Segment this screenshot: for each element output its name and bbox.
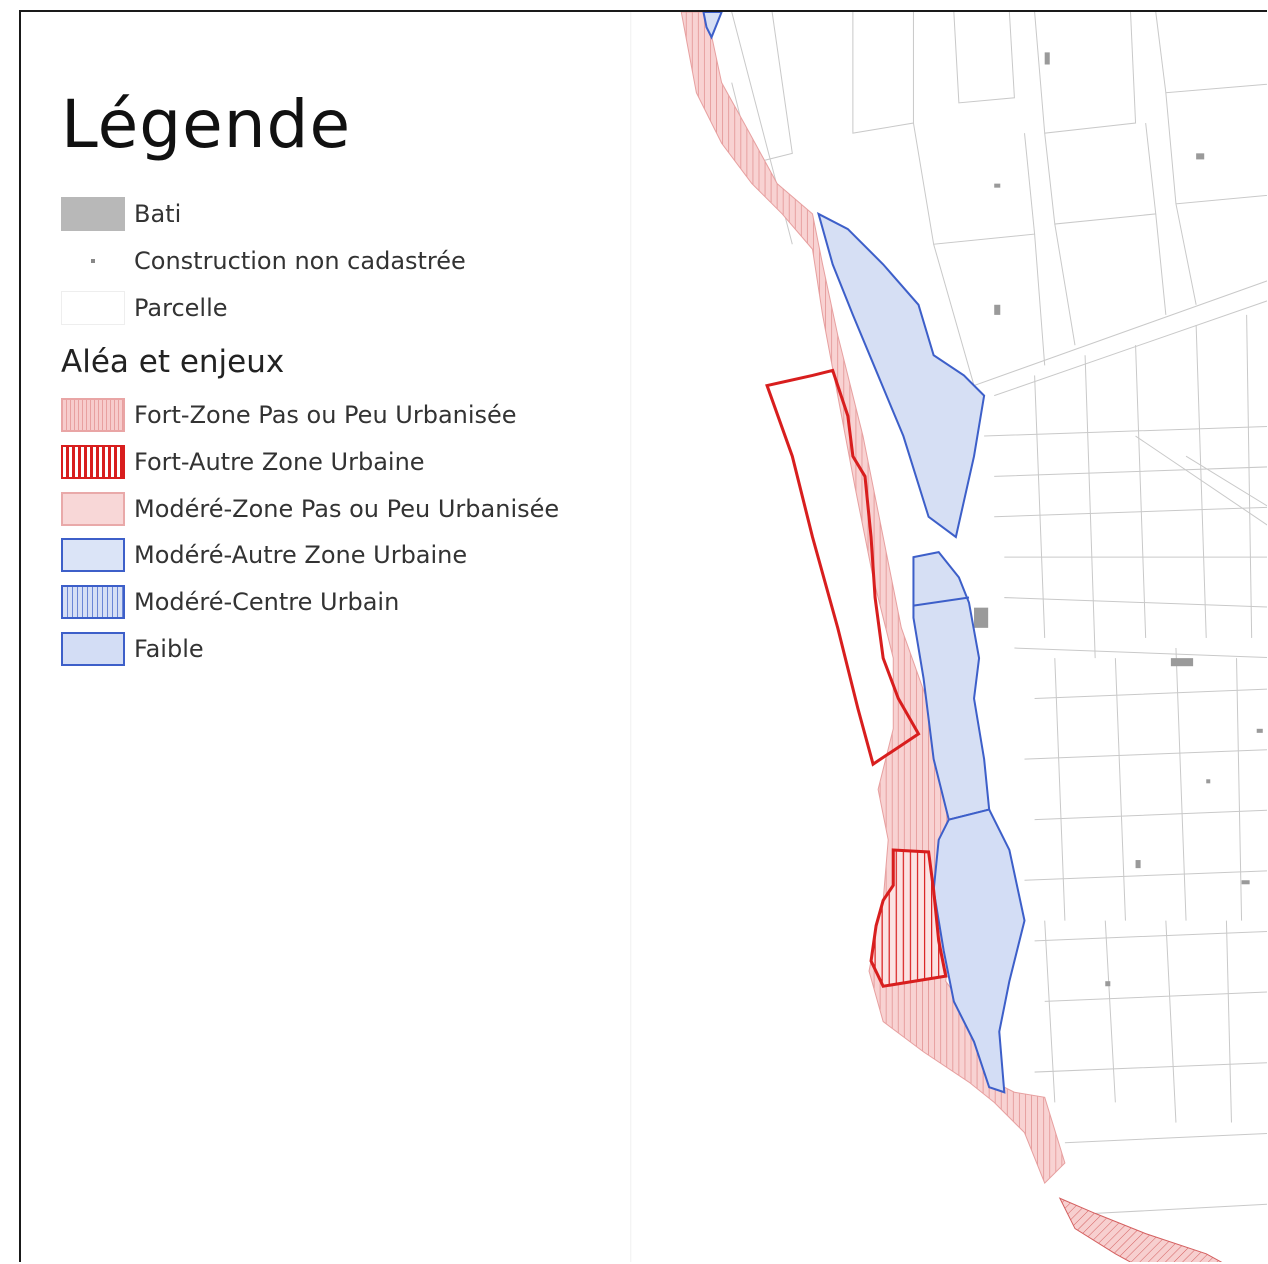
hatch-red-swatch-icon (61, 445, 125, 479)
bati-features (974, 52, 1263, 987)
zone-fort-autre-zone-urbaine-south[interactable] (869, 848, 948, 988)
map-canvas[interactable] (21, 12, 1267, 1262)
zone-fort-autre-zone-urbaine-north[interactable] (765, 368, 921, 767)
parcelle-swatch-icon (61, 291, 125, 325)
legend-item-label: Bati (134, 200, 182, 228)
bati-swatch-icon (61, 197, 125, 231)
hatch-blue-swatch-icon (61, 585, 125, 619)
zone-modere-autre-zone-urbaine-middle[interactable] (912, 551, 991, 821)
legend-item-label: Fort-Zone Pas ou Peu Urbanisée (134, 401, 517, 429)
blue-swatch-icon (61, 538, 125, 572)
legend-item-fort-autre: Fort-Autre Zone Urbaine (61, 445, 661, 481)
legend-item-label: Fort-Autre Zone Urbaine (134, 448, 425, 476)
legend-item-construction: Construction non cadastrée (61, 244, 661, 280)
legend-item-label: Construction non cadastrée (134, 247, 466, 275)
legend-item-fort-peu: Fort-Zone Pas ou Peu Urbanisée (61, 398, 661, 434)
pink-swatch-icon (61, 492, 125, 526)
legend-item-label: Modéré-Autre Zone Urbaine (134, 541, 468, 569)
legend-section-title: Aléa et enjeux (61, 344, 285, 380)
legend-title: Légende (61, 86, 352, 163)
zone-fort-peu-urbanisee-south[interactable] (1058, 1197, 1247, 1262)
legend-item-label: Parcelle (134, 294, 228, 322)
legend-item-faible: Faible (61, 632, 661, 668)
hatch-light-swatch-icon (61, 398, 125, 432)
legend-item-modere-centre: Modéré-Centre Urbain (61, 585, 661, 621)
legend-item-modere-autre: Modéré-Autre Zone Urbaine (61, 538, 661, 574)
legend-item-parcelle: Parcelle (61, 291, 661, 327)
legend-item-bati: Bati (61, 197, 661, 233)
zone-modere-centre-top[interactable] (702, 12, 723, 40)
legend-item-label: Faible (134, 635, 204, 663)
legend-item-label: Modéré-Centre Urbain (134, 588, 400, 616)
light-blue-swatch-icon (61, 632, 125, 666)
legend-item-modere-peu: Modéré-Zone Pas ou Peu Urbanisée (61, 492, 661, 528)
dot-swatch-icon (61, 244, 125, 278)
parcel-network (630, 12, 1267, 1262)
legend-item-label: Modéré-Zone Pas ou Peu Urbanisée (134, 495, 560, 523)
map-frame: Légende Bati Construction non cadastrée … (19, 10, 1267, 1262)
zone-modere-autre-zone-urbaine-north[interactable] (816, 211, 986, 539)
